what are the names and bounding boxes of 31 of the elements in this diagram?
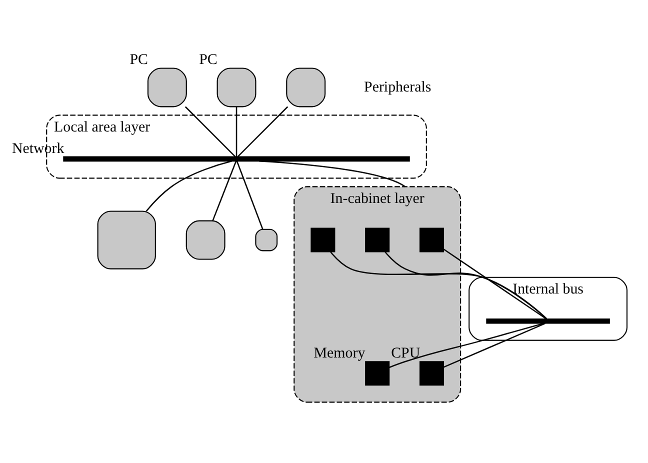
connector bbox=[236, 160, 264, 230]
connector bbox=[259, 160, 406, 188]
node-box bbox=[419, 361, 444, 386]
node-bar bbox=[486, 318, 610, 324]
node-box bbox=[186, 220, 226, 260]
connector bbox=[237, 106, 288, 157]
connector bbox=[443, 248, 547, 320]
node-box bbox=[63, 156, 410, 162]
cluster: Internal bus bbox=[468, 276, 628, 341]
connector bbox=[146, 160, 232, 212]
node-box bbox=[310, 228, 336, 252]
label: Peripherals bbox=[364, 79, 432, 96]
connector bbox=[388, 322, 544, 368]
node-box bbox=[365, 228, 390, 252]
connector bbox=[184, 106, 236, 157]
connector bbox=[212, 160, 237, 221]
node-box bbox=[286, 68, 326, 108]
node-box bbox=[365, 361, 390, 386]
node-label: Network bbox=[12, 140, 64, 157]
node-label: PC bbox=[130, 52, 148, 68]
node-box bbox=[216, 68, 256, 108]
connector bbox=[330, 252, 548, 320]
node-box bbox=[97, 210, 156, 270]
node-box bbox=[147, 68, 187, 108]
connector bbox=[236, 106, 238, 157]
node-label: Memory bbox=[314, 346, 366, 362]
connector bbox=[443, 322, 546, 368]
node-label: PC bbox=[199, 52, 218, 68]
node-box bbox=[255, 228, 278, 252]
node-box bbox=[419, 228, 444, 252]
node-label: CPU bbox=[391, 346, 420, 362]
